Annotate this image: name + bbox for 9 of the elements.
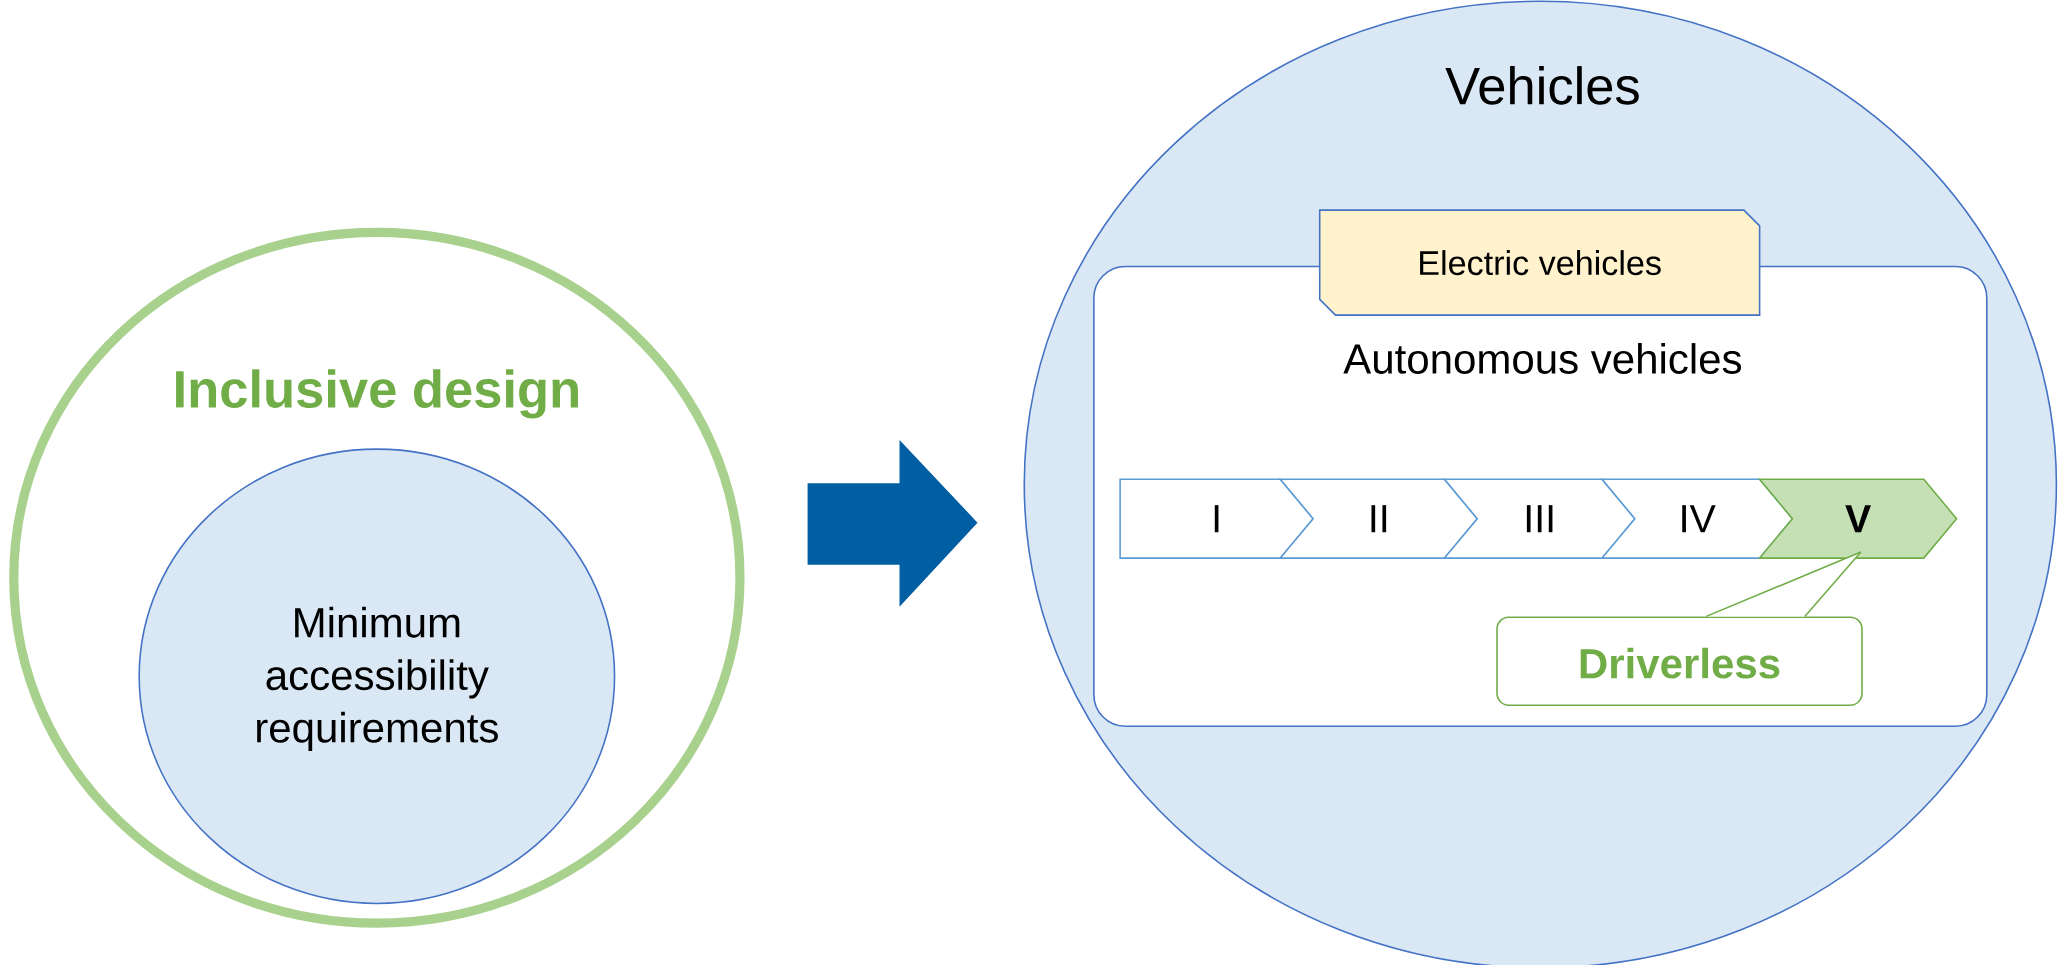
block-arrow [807, 439, 978, 607]
callout-box: Driverless [1496, 551, 1863, 706]
tab-label: Electric vehicles [1318, 209, 1761, 316]
chevron-step: I [1119, 478, 1315, 559]
chevron-step: II [1278, 478, 1479, 559]
chevron-step: IV [1600, 478, 1794, 559]
chevron-step: III [1442, 478, 1636, 559]
chevron-step: V [1757, 478, 1958, 559]
leader-line [1705, 551, 1862, 618]
